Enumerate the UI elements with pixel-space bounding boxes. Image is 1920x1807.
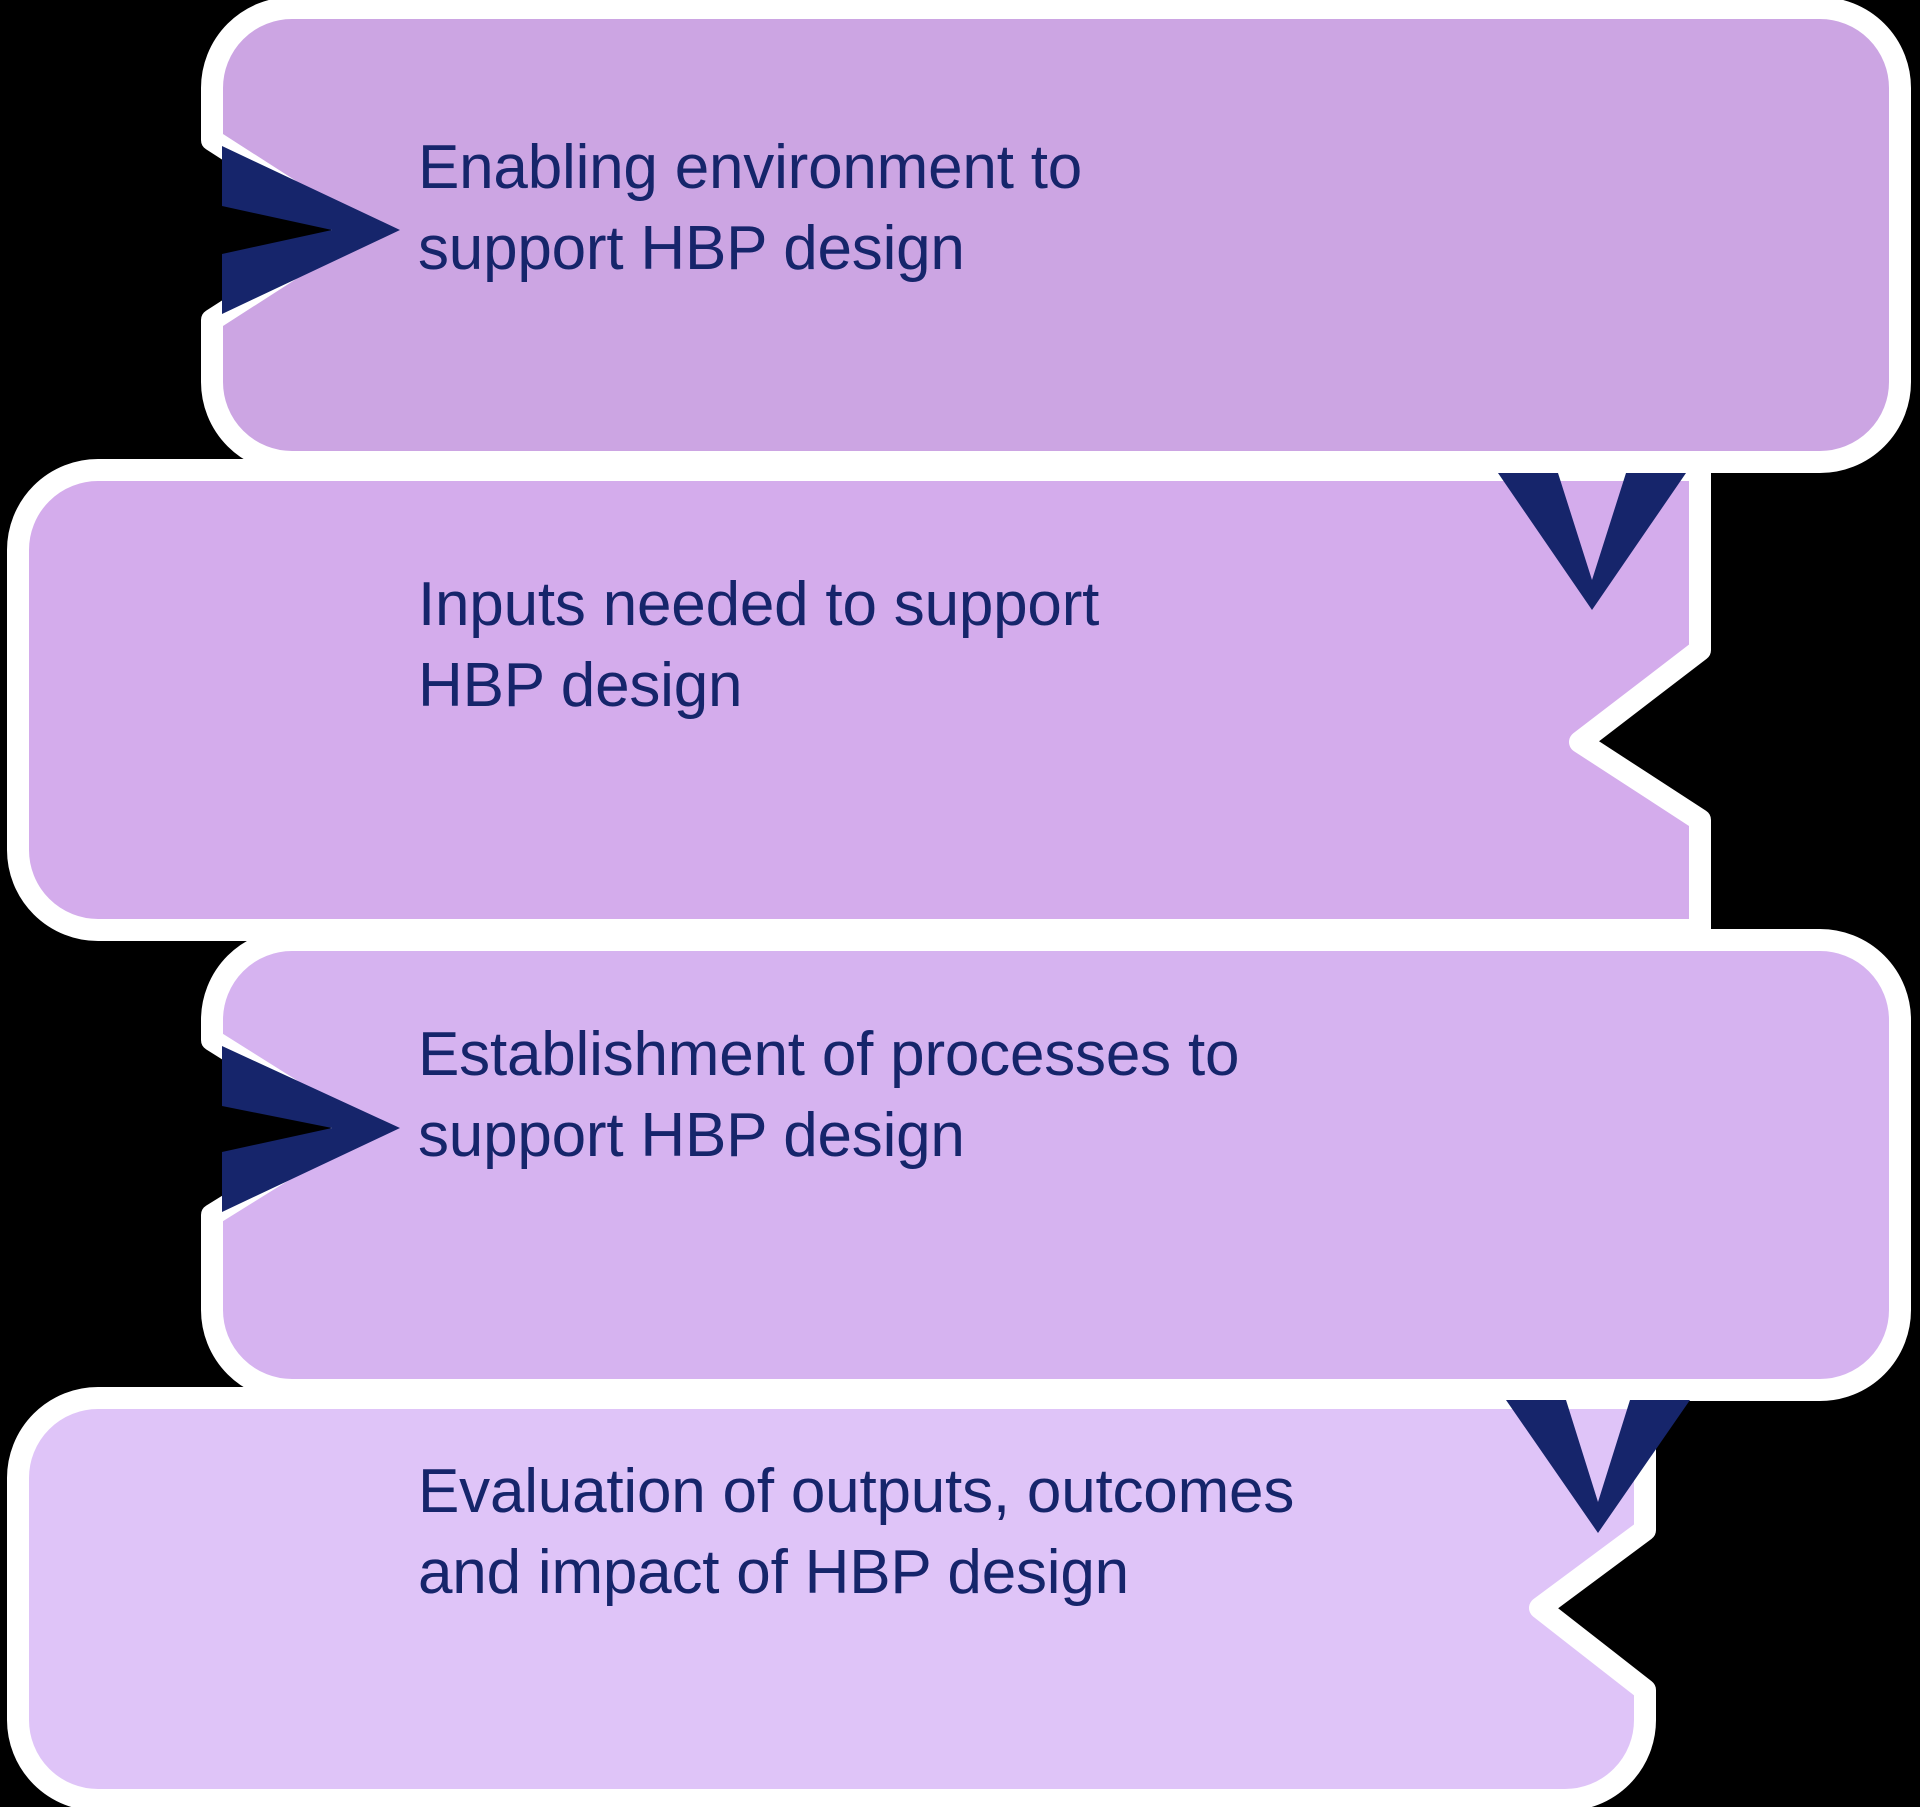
step-4-body[interactable] (7, 1387, 1656, 1807)
step-3-body[interactable] (201, 929, 1911, 1401)
step-2-chevron-down-icon (1498, 473, 1686, 610)
step-1-shape[interactable] (201, 0, 1911, 473)
step-4-chevron-down-icon (1506, 1400, 1690, 1533)
step-4-shape[interactable] (7, 1387, 1656, 1807)
step-3-shape[interactable] (201, 929, 1911, 1401)
step-1-body[interactable] (201, 0, 1911, 473)
step-3-chevron-right-icon (222, 1046, 400, 1212)
step-1-chevron-right-icon (222, 146, 400, 314)
step-2-body[interactable] (7, 459, 1711, 941)
step-2-shape[interactable] (7, 459, 1711, 941)
